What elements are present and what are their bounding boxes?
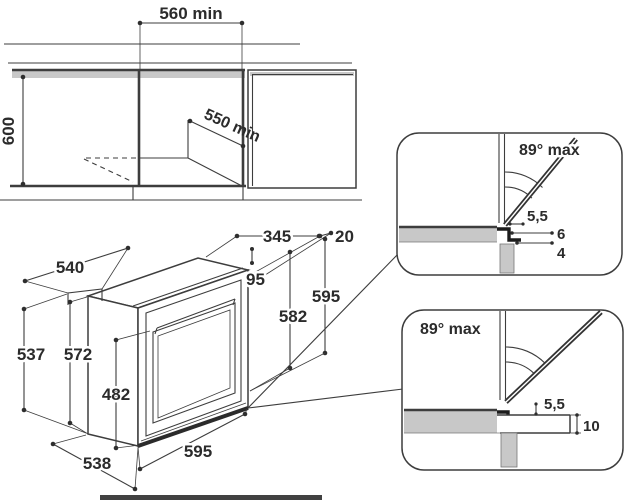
detail-bottom-offset-label: 10 — [583, 418, 600, 435]
detail-bottom-gap-label: 5,5 — [544, 396, 565, 413]
dimension-rear-step: 95 — [244, 247, 267, 292]
dimension-rear-gap: 20 — [249, 225, 356, 278]
dim-537: 537 — [17, 345, 45, 364]
dimension-cutout-width: 560 min — [137, 4, 245, 70]
detail-view-top: 89° max 5,5 6 4 — [396, 132, 623, 276]
dim-572: 572 — [64, 345, 92, 364]
detail-bottom-dim-offset: 10 — [570, 413, 602, 438]
dimension-bottom-depth: 538 — [50, 434, 139, 492]
dim-538: 538 — [83, 454, 111, 473]
detail-top-offset-a-label: 6 — [557, 226, 565, 243]
detail-top-dim-offset-b: 4 — [515, 241, 569, 265]
oven-isometric-view: 540 345 20 95 595 — [14, 225, 404, 492]
dim-600: 600 — [0, 117, 18, 145]
cutout-structure — [0, 43, 362, 201]
detail-top-offset-b-label: 4 — [557, 245, 566, 262]
dimension-top-depth: 540 — [22, 245, 131, 294]
detail-top-dim-offset-a: 6 — [510, 224, 568, 246]
dimension-height-outer-right: 595 — [249, 236, 343, 392]
dimension-depth-inner-left: 572 — [61, 296, 95, 435]
dim-595-right: 595 — [312, 287, 340, 306]
cropped-content-bar — [100, 495, 322, 500]
dim-482: 482 — [102, 385, 130, 404]
dim-560-min: 560 min — [159, 4, 222, 23]
dim-95: 95 — [246, 270, 265, 289]
dimension-height-inner-right: 582 — [249, 249, 310, 392]
detail-top-dim-gap: 5,5 — [508, 206, 550, 228]
detail-top-angle-label: 89° max — [519, 142, 580, 159]
detail-bottom-structure — [404, 310, 603, 468]
detail-top-structure — [399, 134, 578, 274]
detail-bottom-dim-gap: 5,5 — [534, 394, 567, 416]
detail-top-gap-label: 5,5 — [527, 208, 548, 225]
dim-345: 345 — [263, 227, 291, 246]
dimension-depth-front-left: 537 — [14, 293, 87, 434]
dimension-cutout-height: 600 — [0, 74, 26, 187]
cabinet-cutout-view: 560 min 600 550 min — [0, 4, 362, 201]
dim-20: 20 — [335, 227, 354, 246]
dim-582: 582 — [279, 307, 307, 326]
oven-body — [67, 257, 251, 448]
dim-595-bottom: 595 — [184, 442, 212, 461]
detail-view-bottom: 89° max 5,5 10 — [401, 309, 624, 471]
detail-bottom-angle-label: 89° max — [420, 321, 481, 338]
detail-leader-lines — [247, 252, 404, 409]
dimension-front-width: 595 — [137, 408, 248, 472]
dimension-top-width: 345 — [205, 225, 322, 258]
dimension-door-height: 482 — [99, 330, 151, 451]
dim-540: 540 — [56, 258, 84, 277]
